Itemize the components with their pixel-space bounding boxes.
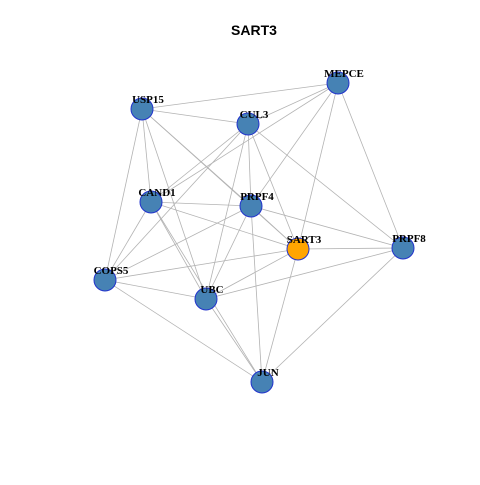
edge-prpf4-cops5	[104, 205, 252, 281]
edge-cul3-prpf8	[247, 123, 404, 249]
edge-usp15-cand1	[141, 108, 152, 203]
node-prpf4	[239, 194, 263, 218]
edge-prpf8-ubc	[205, 247, 404, 300]
node-label-usp15: USP15	[132, 94, 164, 106]
node-label-jun: JUN	[257, 367, 278, 379]
node-label-sart3: SART3	[287, 234, 322, 246]
edge-usp15-ubc	[141, 108, 207, 300]
edge-mepce-prpf8	[337, 82, 404, 249]
edge-cul3-cops5	[104, 123, 249, 281]
node-layer	[93, 71, 415, 394]
edge-cul3-cand1	[150, 123, 249, 203]
node-label-cand1: CAND1	[138, 187, 175, 199]
node-prpf8	[391, 236, 415, 260]
edge-layer	[104, 82, 404, 383]
node-jun	[250, 370, 274, 394]
node-sart3	[286, 237, 310, 261]
edge-sart3-ubc	[205, 248, 299, 300]
edge-usp15-cul3	[141, 108, 249, 125]
edge-mepce-sart3	[297, 82, 339, 250]
node-mepce	[326, 71, 350, 95]
node-label-cops5: COPS5	[94, 265, 129, 277]
node-label-prpf8: PRPF8	[392, 233, 426, 245]
edge-usp15-cops5	[104, 108, 143, 281]
edge-cand1-cops5	[104, 201, 152, 281]
edge-prpf4-jun	[250, 205, 263, 383]
edge-cul3-ubc	[205, 123, 249, 300]
edge-cops5-jun	[104, 279, 263, 383]
edge-mepce-cand1	[150, 82, 339, 203]
edge-prpf8-jun	[261, 247, 404, 383]
edge-cand1-prpf4	[150, 201, 252, 207]
edge-cops5-ubc	[104, 279, 207, 300]
edge-cul3-mepce	[247, 82, 339, 125]
node-ubc	[194, 287, 218, 311]
edge-mepce-prpf4	[250, 82, 339, 207]
edge-ubc-jun	[205, 298, 263, 383]
edge-sart3-prpf8	[297, 247, 404, 250]
node-cand1	[139, 190, 163, 214]
edge-prpf4-prpf8	[250, 205, 404, 249]
edge-usp15-mepce	[141, 82, 339, 110]
edge-cul3-prpf4	[247, 123, 252, 207]
node-cul3	[236, 112, 260, 136]
edge-prpf4-ubc	[205, 205, 252, 300]
edge-cand1-ubc	[150, 201, 207, 300]
node-label-prpf4: PRPF4	[240, 191, 274, 203]
edge-cand1-sart3	[150, 201, 299, 250]
edge-cul3-sart3	[247, 123, 299, 250]
node-usp15	[130, 97, 154, 121]
node-label-cul3: CUL3	[240, 109, 269, 121]
edge-sart3-jun	[261, 248, 299, 383]
graph-title: SART3	[231, 22, 277, 38]
node-label-mepce: MEPCE	[324, 68, 364, 80]
node-cops5	[93, 268, 117, 292]
edge-sart3-cops5	[104, 248, 299, 281]
node-label-ubc: UBC	[200, 284, 223, 296]
